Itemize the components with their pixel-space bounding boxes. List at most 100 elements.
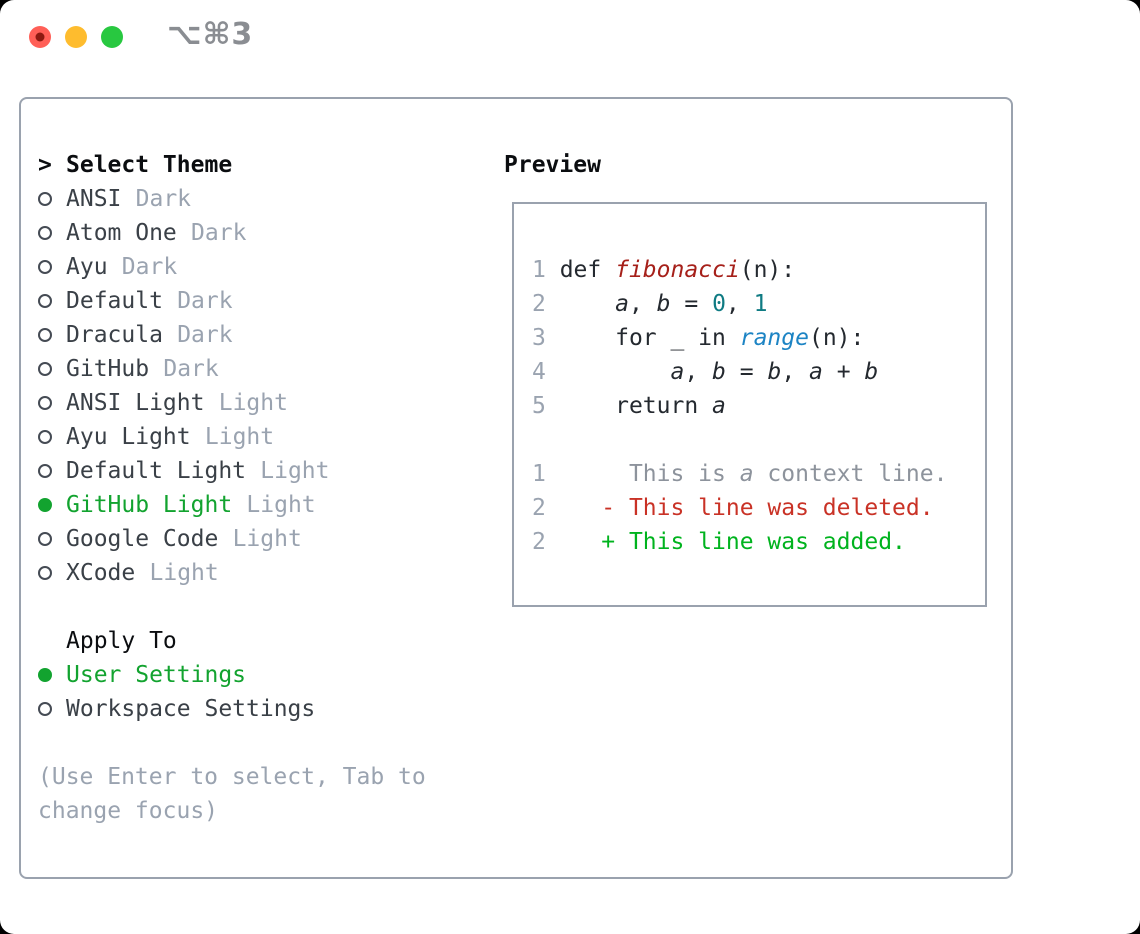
var-token: b: [864, 359, 879, 385]
var-token: a: [712, 393, 726, 419]
apply-option-user-settings[interactable]: User Settings: [38, 658, 426, 692]
theme-option-label: Ayu: [66, 254, 108, 280]
theme-variant-label: Dark: [163, 356, 219, 382]
theme-variant-label: Dark: [135, 186, 192, 212]
plain-token: +: [822, 359, 865, 385]
radio-icon: [38, 566, 52, 580]
theme-option-label: Default: [66, 288, 163, 314]
lnum-token: 1: [532, 461, 560, 487]
plain-token: (n):: [808, 325, 865, 351]
apply-option-label: Workspace Settings: [66, 696, 316, 722]
apply-option-workspace-settings[interactable]: Workspace Settings: [38, 692, 426, 726]
theme-option-ansi[interactable]: ANSI Dark: [38, 182, 426, 216]
radio-icon: [38, 294, 52, 308]
code-line: 2 - This line was deleted.: [532, 491, 985, 525]
theme-option-label: Default Light: [66, 458, 247, 484]
theme-variant-label: Dark: [177, 322, 233, 348]
var-token: a: [615, 291, 629, 317]
theme-option-label: Ayu Light: [66, 424, 191, 450]
preview-title: Preview: [504, 152, 601, 178]
plain-token: return: [559, 393, 713, 419]
code-line: 4 a, b = b, a + b: [532, 355, 985, 389]
theme-option-ansi-light[interactable]: ANSI Light Light: [38, 386, 426, 420]
radio-selected-icon: [38, 668, 52, 682]
radio-icon: [38, 362, 52, 376]
theme-option-label: ANSI Light: [66, 390, 205, 416]
ctx-token: context line.: [753, 461, 948, 487]
prompt-caret-icon: >: [38, 152, 52, 178]
radio-icon: [38, 260, 52, 274]
theme-option-atom-one[interactable]: Atom One Dark: [38, 216, 426, 250]
theme-option-label: ANSI: [66, 186, 122, 212]
theme-variant-label: Light: [218, 390, 288, 416]
theme-variant-label: Light: [204, 424, 275, 450]
func-token: fibonacci: [615, 257, 740, 283]
radio-icon: [38, 430, 52, 444]
theme-option-github[interactable]: GitHub Dark: [38, 352, 426, 386]
theme-option-label: GitHub Light: [66, 492, 233, 518]
code-line: 1 This is a context line.: [532, 457, 985, 491]
num-token: 1: [753, 291, 768, 317]
var-token: b: [767, 359, 782, 385]
num-token: 0: [712, 291, 726, 317]
help-text: (Use Enter to select, Tab to change focu…: [38, 760, 426, 828]
del-token: - This line was deleted.: [559, 495, 934, 521]
radio-icon: [38, 464, 52, 478]
theme-option-label: GitHub: [66, 356, 150, 382]
code-line: 3 for _ in range(n):: [532, 321, 985, 355]
plain-token: [560, 359, 671, 385]
plain-token: =: [670, 291, 713, 317]
radio-icon: [38, 226, 52, 240]
plain-token: ,: [628, 291, 657, 317]
radio-icon: [38, 396, 52, 410]
theme-option-label: XCode: [66, 560, 136, 586]
apply-to-title: Apply To: [66, 628, 177, 654]
titlebar: ⌥⌘3: [0, 0, 1140, 74]
lnum-token: 1: [532, 257, 560, 283]
var-token: b: [656, 291, 671, 317]
theme-option-dracula[interactable]: Dracula Dark: [38, 318, 426, 352]
lnum-token: 2: [532, 529, 560, 555]
lnum-token: 3: [532, 325, 560, 351]
plain-token: ,: [725, 291, 754, 317]
theme-variant-label: Light: [149, 560, 219, 586]
add-token: + This line was added.: [559, 529, 906, 555]
code-line: 2 + This line was added.: [532, 525, 985, 559]
ctxi-token: a: [739, 461, 754, 487]
minimize-button[interactable]: [65, 26, 87, 48]
zoom-button[interactable]: [101, 26, 123, 48]
plain-token: def: [559, 257, 616, 283]
plain-token: for _ in: [559, 325, 740, 351]
help-text-line: (Use Enter to select, Tab to: [38, 764, 426, 790]
keyboard-shortcut-label: ⌥⌘3: [167, 17, 254, 52]
select-theme-title: Select Theme: [66, 152, 233, 178]
apply-to-header: Apply To: [38, 624, 426, 658]
theme-option-xcode[interactable]: XCode Light: [38, 556, 426, 590]
radio-selected-icon: [38, 498, 52, 512]
theme-option-label: Dracula: [66, 322, 163, 348]
code-line: [532, 423, 985, 457]
theme-variant-label: Light: [232, 526, 302, 552]
plain-token: ,: [684, 359, 713, 385]
select-theme-header: > Select Theme: [38, 148, 426, 182]
theme-variant-label: Dark: [191, 220, 247, 246]
theme-variant-label: Light: [260, 458, 330, 484]
plain-token: ,: [781, 359, 810, 385]
var-token: a: [809, 359, 823, 385]
theme-option-ayu-light[interactable]: Ayu Light Light: [38, 420, 426, 454]
var-token: b: [712, 359, 726, 385]
plain-token: =: [725, 359, 768, 385]
theme-option-default-light[interactable]: Default Light Light: [38, 454, 426, 488]
theme-option-label: Atom One: [66, 220, 177, 246]
close-button[interactable]: [29, 26, 51, 48]
close-dot-icon: [35, 32, 45, 42]
radio-icon: [38, 192, 52, 206]
plain-token: (n):: [739, 257, 796, 283]
